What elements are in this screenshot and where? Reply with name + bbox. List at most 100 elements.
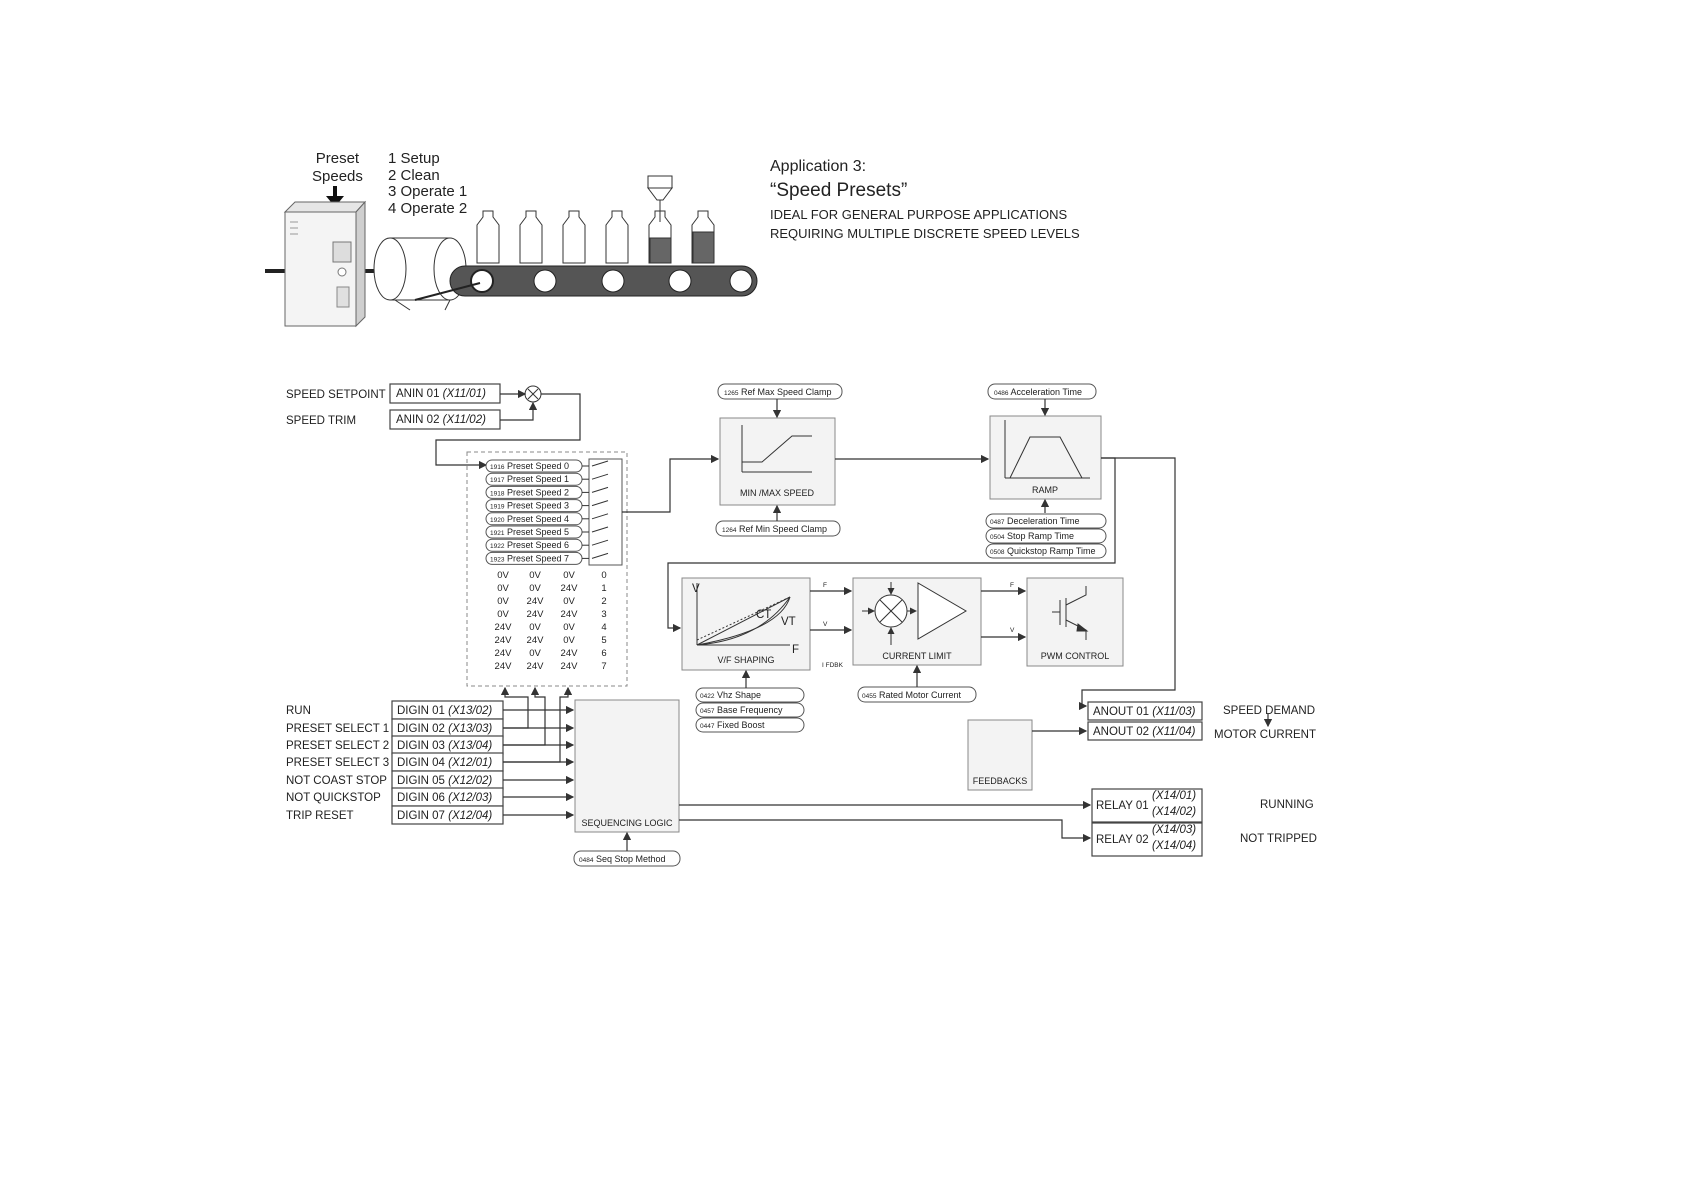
truth-table-cell: 7 (601, 661, 606, 672)
param-number: 0484 (579, 857, 594, 864)
signal-v-label: V (823, 621, 828, 628)
truth-table-cell: 24V (495, 648, 513, 659)
param-number: 1265 (724, 390, 739, 397)
current-limit-summing-icon (862, 582, 917, 645)
svg-text:0447 Fixed Boost: 0447 Fixed Boost (700, 720, 765, 730)
switch-contact (591, 539, 609, 546)
param-name: Vhz Shape (717, 690, 761, 700)
summing-junction-icon (524, 385, 542, 403)
terminal-pin: (X12/03) (448, 792, 492, 804)
terminal-pin: (X11/01) (443, 388, 486, 400)
switch-contact (591, 473, 609, 480)
output-label: SPEED DEMAND (1223, 705, 1315, 717)
param-pill (985, 543, 1107, 559)
block-title: V/F SHAPING (717, 655, 774, 665)
svg-text:0508 Quickstop Ramp Time: 0508 Quickstop Ramp Time (990, 546, 1096, 556)
preset-speed-label: 1917 Preset Speed 1 (490, 474, 569, 484)
input-label: SPEED SETPOINT (286, 389, 386, 401)
param-name: Preset Speed 0 (507, 461, 569, 471)
ifdbk-label: I FDBK (822, 662, 844, 669)
preset-speed-label: 1916 Preset Speed 0 (490, 461, 569, 471)
param-number: 1919 (490, 504, 505, 511)
param-pill (985, 528, 1107, 544)
svg-text:0504 Stop Ramp Time: 0504 Stop Ramp Time (990, 531, 1074, 541)
relay-pin: (X14/01) (1152, 790, 1196, 802)
param-name: Preset Speed 7 (507, 553, 569, 563)
block-title: FEEDBACKS (973, 776, 1028, 786)
switch-contact (591, 552, 609, 559)
terminal-pin: (X12/02) (448, 775, 492, 787)
param-name: Deceleration Time (1007, 516, 1080, 526)
preset-speed-label: 1918 Preset Speed 2 (490, 487, 569, 497)
truth-table-cell: 24V (527, 596, 545, 607)
svg-text:ANOUT 02 (X11/04): ANOUT 02 (X11/04) (1093, 726, 1196, 738)
param-name: Base Frequency (717, 705, 783, 715)
mode-item: 3 Operate 1 (388, 183, 468, 200)
param-name: Seq Stop Method (596, 854, 666, 864)
truth-table-cell: 0V (529, 583, 541, 594)
relay01-terminal (1091, 788, 1203, 823)
preset-speed-label: 1920 Preset Speed 4 (490, 514, 569, 524)
block-title: CURRENT LIMIT (882, 651, 952, 661)
signal-f-label: F (823, 582, 827, 589)
param-name: Preset Speed 2 (507, 487, 569, 497)
application-description-line2: REQUIRING MULTIPLE DISCRETE SPEED LEVELS (770, 226, 1080, 241)
truth-table-cell: 0V (529, 570, 541, 581)
param-name: Acceleration Time (1010, 387, 1082, 397)
truth-table-cell: 24V (495, 635, 513, 646)
truth-table-cell: 4 (601, 622, 606, 633)
switch-contact (591, 526, 609, 533)
ramp-graph-icon (1004, 420, 1090, 479)
truth-table-cell: 6 (601, 648, 606, 659)
block-title: SEQUENCING LOGIC (581, 818, 673, 828)
terminal-text: DIGIN 01 (X13/02) (397, 705, 492, 717)
switch-contact (591, 486, 609, 493)
svg-text:ANOUT 01 (X11/03): ANOUT 01 (X11/03) (1093, 706, 1196, 718)
preset-selector-switch (588, 458, 623, 566)
block-title: PWM CONTROL (1041, 651, 1110, 661)
terminal-name: DIGIN 02 (397, 723, 445, 735)
input-label: RUN (286, 705, 311, 717)
terminal-name: DIGIN 01 (397, 705, 445, 717)
terminal-name: ANIN 02 (396, 414, 439, 426)
min-max-graph-icon (741, 425, 812, 473)
mode-list: 1 Setup 2 Clean 3 Operate 1 4 Operate 2 (388, 150, 468, 217)
truth-table-cell: 3 (601, 609, 606, 620)
svg-text:1264 Ref Min Speed Clamp: 1264 Ref Min Speed Clamp (722, 524, 827, 534)
truth-table-cell: 24V (527, 635, 545, 646)
terminal-text: DIGIN 06 (X12/03) (397, 792, 492, 804)
input-label: NOT COAST STOP (286, 775, 387, 787)
truth-table-cell: 24V (561, 661, 579, 672)
truth-table-cell: 24V (561, 648, 579, 659)
input-label: PRESET SELECT 1 (286, 723, 389, 735)
param-name: Ref Min Speed Clamp (739, 524, 827, 534)
param-number: 0457 (700, 708, 715, 715)
truth-table-cell: 0V (563, 622, 575, 633)
feedbacks-block (967, 719, 1033, 791)
pwm-control-block (1026, 577, 1124, 667)
switch-contact (591, 460, 609, 467)
truth-table-cell: 0V (563, 596, 575, 607)
param-number: 1921 (490, 530, 505, 537)
preset-selector-group (466, 451, 628, 687)
output-label: RUNNING (1260, 799, 1314, 811)
amplifier-icon (917, 582, 967, 640)
input-label: PRESET SELECT 2 (286, 740, 389, 752)
input-label: TRIP RESET (286, 810, 354, 822)
terminal-pin: (X13/03) (448, 723, 492, 735)
truth-table-cell: 1 (601, 583, 606, 594)
terminal-pin: (X13/02) (448, 705, 492, 717)
truth-table-cell: 0V (529, 648, 541, 659)
param-name: Quickstop Ramp Time (1007, 546, 1096, 556)
truth-table-cell: 0V (563, 635, 575, 646)
param-number: 1920 (490, 517, 505, 524)
param-pill (985, 513, 1107, 529)
preset-heading-line2: Speeds (312, 168, 363, 185)
param-number: 0504 (990, 534, 1005, 541)
param-pill (695, 687, 805, 703)
output-label: MOTOR CURRENT (1214, 729, 1316, 741)
param-pill (695, 702, 805, 718)
svg-text:0422 Vhz Shape: 0422 Vhz Shape (700, 690, 761, 700)
current-limit-block (852, 577, 982, 666)
param-name: Preset Speed 6 (507, 540, 569, 550)
